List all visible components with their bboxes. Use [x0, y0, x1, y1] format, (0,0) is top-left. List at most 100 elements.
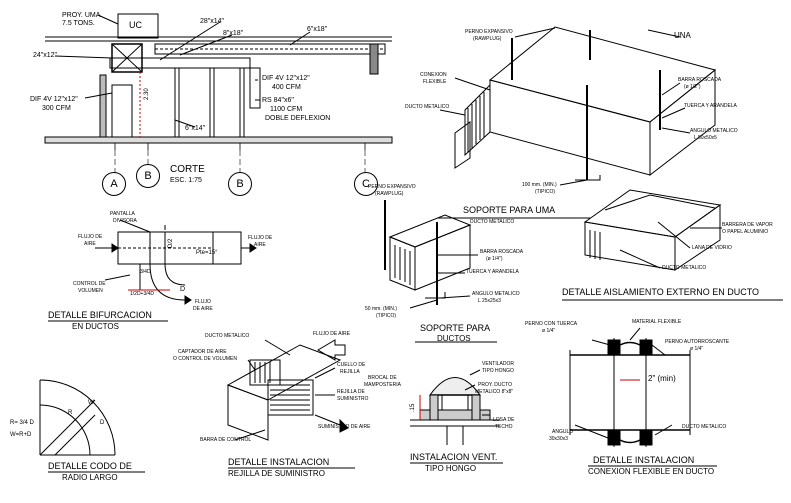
con-angulo-line2: 30x30x3: [549, 436, 568, 442]
rej-title-line1: DETALLE INSTALACION: [228, 457, 330, 467]
uma-perno-line1: PERNO EXPANSIVO: [465, 29, 513, 35]
con-title-line1: DETALLE INSTALACION: [593, 455, 695, 465]
uma-title: SOPORTE PARA UMA: [463, 205, 556, 215]
axis-bubble-b1: B: [136, 164, 160, 188]
rej-flujo-label: FLUJO DE AIRE: [313, 331, 350, 337]
axis-bubble-a: A: [102, 172, 126, 196]
uma-ducto-label: DUCTO METALICO: [405, 104, 450, 110]
uma-una-label: UNA: [674, 31, 691, 40]
corte-duct-8x18: 8"x18": [223, 30, 244, 37]
rej-suministro-label: SUMINISTRO DE AIRE: [318, 424, 371, 430]
bif-flujo-bottom-line2: DE AIRE: [193, 306, 213, 312]
corte-scale: ESC. 1:75: [170, 177, 202, 184]
corte-rs-line2: 1100 CFM: [270, 106, 303, 113]
ais-title: DETALLE AISLAMIENTO EXTERNO EN DUCTO: [562, 287, 760, 297]
uma-barra-line2: (ø 1/2"): [684, 84, 701, 90]
sd-angulo-line2: L 25x25x3: [478, 298, 501, 304]
uc-unit: [117, 13, 159, 39]
hongo-title-line2: TIPO HONGO: [425, 464, 477, 473]
codo-formula-line2: W=R+D: [10, 432, 32, 438]
hongo-proy-line1: PROY. DUCTO: [478, 382, 512, 388]
con-perno-a-line1: PERNO AUTORROSCANTE: [665, 339, 730, 345]
corte-proy-uma-label: PROY. UMA: [62, 12, 101, 19]
rej-captador-line1: CAPTADOR DE AIRE: [178, 349, 227, 355]
hongo-brocal-line2: MAMPOSTERIA: [364, 382, 401, 388]
bif-pantalla-line2: DIVISORA: [113, 218, 137, 224]
mushroom-fan-drawing: [410, 369, 500, 445]
rej-title-line2: REJILLA DE SUMINISTRO: [228, 469, 325, 478]
corte-duct-6x14: 6"x14": [185, 125, 206, 132]
codo-r-label: R: [68, 410, 73, 416]
sd-perno-line1: PERNO EXPANSIVO: [368, 184, 416, 190]
sd-min-line1: 50 mm. (MIN.): [365, 306, 397, 312]
elbow-drawing: [39, 379, 116, 456]
con-title-line2: CONEXION FLEXIBLE EN DUCTO: [588, 467, 715, 476]
hongo-losa-line1: LOSA DE: [493, 417, 515, 423]
insulation-drawing: [583, 189, 722, 271]
duct-support-drawing: [384, 200, 478, 309]
corte-tons-label: 7.5 TONS.: [62, 20, 95, 27]
bif-34d-dim: 3/4D: [140, 269, 151, 275]
corte-dif-left-line2: 300 CFM: [42, 105, 71, 112]
uma-barra-line1: BARRA ROSCADA: [678, 77, 722, 83]
corte-duct-24x12: 24"x12": [33, 52, 58, 59]
corte-rs-line1: RS 84"x6": [262, 97, 294, 104]
sd-barra-line2: (ø 1/4"): [486, 256, 503, 262]
con-perno-a-line2: ø 1/4": [690, 346, 704, 352]
uma-min-line2: (TIPICO): [535, 189, 555, 195]
rej-rejilla-line1: REJILLA DE: [337, 389, 365, 395]
hongo-vent-line2: TIPO HONGO: [482, 368, 514, 374]
sd-min-line2: (TIPICO): [376, 313, 396, 319]
sd-perno-line2: (RAWPLUG): [375, 191, 404, 197]
bif-title-line2: EN DUCTOS: [72, 322, 119, 331]
corte-duct-6x18: 6"x18": [307, 26, 328, 33]
con-perno-t-line1: PERNO CON TUERCA: [525, 321, 578, 327]
codo-title-line2: RADIO LARGO: [62, 473, 118, 482]
ais-lana-label: LANA DE VIDRIO: [692, 245, 732, 251]
sd-title-line2: DUCTOS: [437, 334, 471, 343]
uma-angulo-line1: ANGULO METALICO: [690, 128, 738, 134]
bif-flujo-right-line1: FLUJO DE: [248, 235, 273, 241]
uma-support-drawing: [439, 26, 717, 186]
uma-min-line1: 100 mm. (MIN.): [522, 182, 557, 188]
hongo-dim: .15: [410, 403, 416, 412]
ais-barrera-line2: O PAPEL ALUMINIO: [722, 229, 769, 235]
corte-dif-left-line1: DIF 4V 12"x12": [30, 96, 78, 103]
corte-title: CORTE: [170, 164, 205, 175]
axis-bubble-b2: B: [228, 172, 252, 196]
hongo-brocal-line1: BROCAL DE: [368, 375, 397, 381]
bif-flujo-left-line2: AIRE: [84, 241, 96, 247]
corte-dif-mid-line1: DIF 4V 12"x12": [262, 75, 310, 82]
uma-perno-line2: (RAWPLUG): [473, 36, 502, 42]
hongo-proy-line2: METALICO 8"x8": [475, 389, 514, 395]
uma-angulo-line2: L 50x50x5: [694, 135, 717, 141]
con-material-label: MATERIAL FLEXIBLE: [632, 319, 682, 325]
codo-formula-line1: R= 3/4 D: [10, 420, 34, 426]
uma-conexion-line1: CONEXION: [420, 72, 447, 78]
codo-title-line1: DETALLE CODO DE: [48, 461, 132, 471]
bif-d-dim: D: [180, 286, 186, 293]
corte-dif-mid-line2: 400 CFM: [272, 84, 301, 91]
bif-flujo-bottom-line1: FLUJO: [195, 299, 211, 305]
bif-12d-dim: 1/2D+3/4D: [130, 291, 155, 297]
rej-ducto-label: DUCTO METALICO: [205, 333, 250, 339]
codo-w-label: W: [88, 400, 94, 406]
bif-pantalla-line1: PANTALLA: [110, 211, 135, 217]
corte-height-dim: 2.30: [144, 88, 150, 100]
bif-control-line1: CONTROL DE: [73, 281, 106, 287]
title-underlines: [48, 217, 783, 473]
rej-cuello-line1: CUELLO DE: [337, 362, 366, 368]
corte-rs-line3: DOBLE DEFLEXION: [265, 115, 331, 122]
con-ducto-label: DUCTO METALICO: [682, 424, 727, 430]
hongo-title-line1: INSTALACION VENT.: [410, 452, 498, 462]
bif-title-line1: DETALLE BIFURCACION: [48, 310, 152, 320]
corte-section-drawing: [44, 13, 393, 172]
hongo-vent-line1: VENTILADOR: [482, 361, 514, 367]
bif-pte-label: Pte=15°: [196, 250, 218, 256]
bif-flujo-left-line1: FLUJO DE: [78, 234, 103, 240]
sd-tuerca-label: TUERCA Y ARANDELA: [466, 269, 519, 275]
corte-uc-label: UC: [129, 20, 142, 30]
flex-connection-drawing: [569, 327, 691, 447]
bif-d2-dim: D/2: [168, 238, 174, 248]
